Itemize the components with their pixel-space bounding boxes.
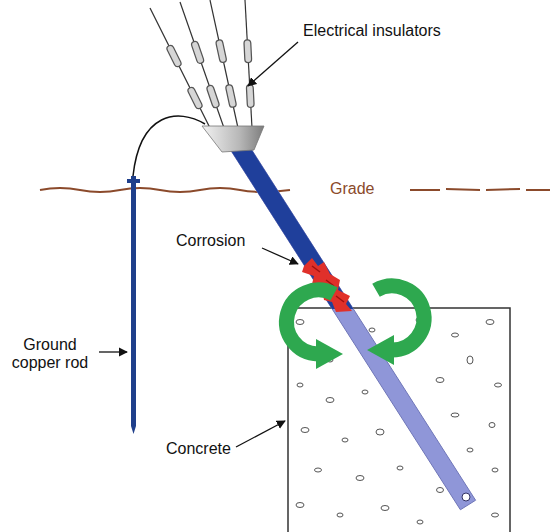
current-arrow <box>287 290 334 354</box>
aggregate-stone <box>297 383 303 387</box>
insulator <box>247 88 253 104</box>
guy-wire <box>245 0 252 128</box>
insulators <box>170 43 250 105</box>
grade-label: Grade <box>330 180 400 198</box>
aggregate-stone <box>492 513 499 517</box>
insulator <box>170 49 177 63</box>
aggregate-stone <box>301 428 309 433</box>
current-arrowhead <box>316 339 343 369</box>
insulator <box>210 89 215 104</box>
aggregate-stone <box>356 476 364 481</box>
ground-wire <box>133 116 205 176</box>
aggregate-stone <box>437 488 444 493</box>
aggregate-stone <box>296 503 304 508</box>
insulator <box>191 91 198 105</box>
insulator <box>170 49 177 63</box>
current-arrow <box>376 286 424 350</box>
guy-wire <box>150 8 210 128</box>
guy-wires <box>150 0 252 128</box>
aggregate-stone <box>369 328 375 332</box>
current-arrowhead <box>367 335 394 365</box>
aggregate-stone <box>451 413 459 417</box>
aggregate-stone <box>495 383 502 387</box>
aggregate-stone <box>342 438 348 442</box>
anchor-eye <box>462 493 470 501</box>
leader-line <box>248 42 298 86</box>
callout-label: Corrosion <box>176 232 266 250</box>
aggregate-stone <box>489 423 495 428</box>
insulator <box>220 43 223 59</box>
aggregate-stone <box>376 429 384 435</box>
aggregate-stone <box>326 398 334 403</box>
aggregate-stone <box>436 378 444 383</box>
aggregate-stone <box>296 320 304 325</box>
aggregate-stone <box>417 520 423 524</box>
aggregate-stone <box>467 356 473 364</box>
rod-clamp <box>127 179 140 183</box>
guy-fitting <box>202 126 264 152</box>
insulator <box>246 88 255 104</box>
callout-label: Electrical insulators <box>303 22 503 40</box>
aggregate-stone <box>381 506 389 511</box>
insulator <box>195 45 200 60</box>
aggregate-stone <box>486 320 494 325</box>
insulator <box>220 43 223 59</box>
ground-rod <box>131 176 136 434</box>
insulator <box>191 91 198 105</box>
callout-label: Concrete <box>166 440 236 458</box>
aggregate-stone <box>397 466 403 470</box>
guy-wire <box>210 0 238 128</box>
aggregate-stone <box>452 333 459 337</box>
aggregate-stone <box>315 468 322 472</box>
insulator <box>229 88 232 104</box>
aggregate-stone <box>362 390 368 394</box>
guy-wire <box>180 2 224 128</box>
insulator <box>210 89 215 104</box>
insulator <box>245 43 251 59</box>
aggregate-stone <box>467 448 473 452</box>
anchor-rod <box>230 140 475 309</box>
insulator <box>195 45 200 60</box>
callout-label: Ground copper rod <box>3 336 97 372</box>
insulator <box>243 43 252 59</box>
insulator <box>229 88 232 104</box>
aggregate-stone <box>337 513 343 517</box>
leader-line <box>99 351 127 352</box>
grade-line <box>40 188 290 192</box>
leader-line <box>262 248 298 264</box>
aggregate-stone <box>492 468 498 472</box>
anchor-rod-buried <box>230 140 475 510</box>
grade-line <box>410 189 550 190</box>
leader-line <box>236 421 285 447</box>
